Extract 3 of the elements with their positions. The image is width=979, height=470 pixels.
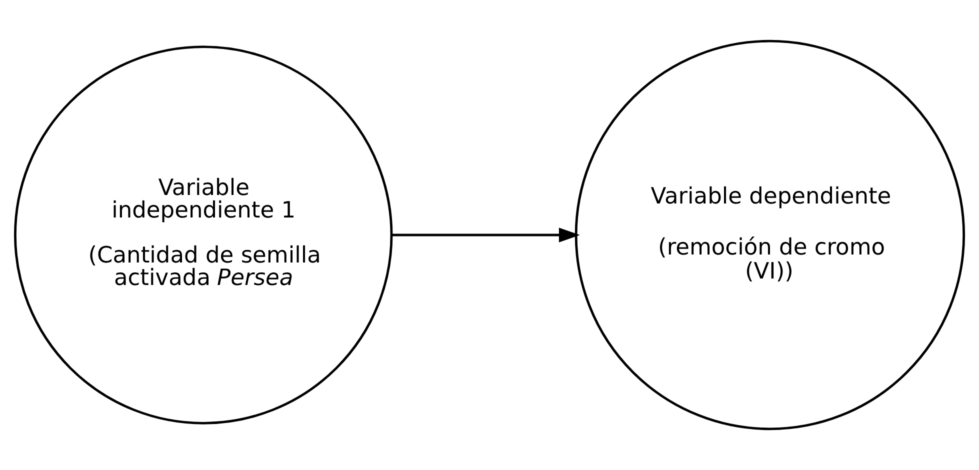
node-circle: Variable independiente 1 (Cantidad de semilla activada Persea: [14, 46, 393, 424]
arrow: [392, 228, 580, 242]
node-circle: Variable dependiente (remoción de cromo (VI)): [574, 40, 966, 430]
